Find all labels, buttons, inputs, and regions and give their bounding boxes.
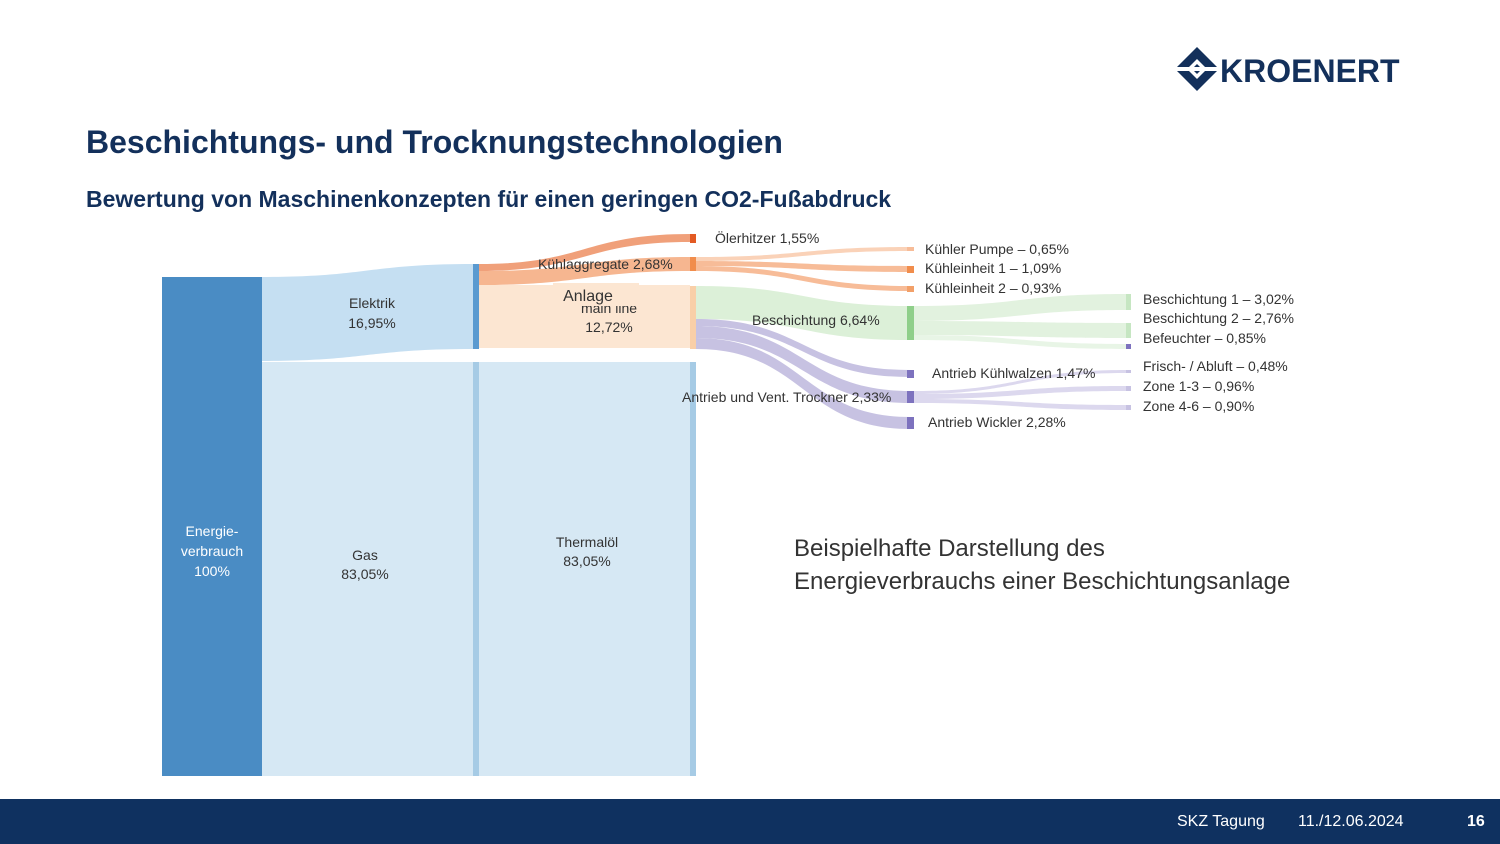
- node-anlage: [690, 286, 696, 349]
- label-beschichtung-1: Beschichtung 1 – 3,02%: [1143, 291, 1294, 307]
- label-beschichtung-2: Beschichtung 2 – 2,76%: [1143, 310, 1294, 326]
- label-root-2: verbrauch: [181, 543, 243, 559]
- label-frisch-abluft: Frisch- / Abluft – 0,48%: [1143, 358, 1288, 374]
- flow-anlage-trockner: [696, 326, 910, 403]
- label-kuehler-pumpe: Kühler Pumpe – 0,65%: [925, 241, 1069, 257]
- node-oelerhitzer: [690, 234, 696, 243]
- label-zone-4-6: Zone 4-6 – 0,90%: [1143, 398, 1254, 414]
- label-thermaloel-value: 83,05%: [563, 553, 610, 569]
- flow-elektrik-oelerhitzer: [479, 234, 690, 271]
- label-zone-1-3: Zone 1-3 – 0,96%: [1143, 378, 1254, 394]
- label-kuehlaggregate: Kühlaggregate 2,68%: [538, 256, 673, 272]
- flow-root-gas: [262, 362, 473, 776]
- caption-line-1: Beispielhafte Darstellung des: [794, 535, 1105, 562]
- flow-zone-4-6: [914, 399, 1126, 410]
- node-frisch-abluft: [1126, 370, 1131, 373]
- flow-anlage-kuehlwalzen: [696, 319, 910, 377]
- flow-kuehl-einheit1: [696, 261, 910, 272]
- label-anlage-value: 12,72%: [585, 319, 632, 335]
- label-root-value: 100%: [194, 563, 230, 579]
- label-antrieb-kuehlwalzen: Antrieb Kühlwalzen 1,47%: [932, 365, 1095, 381]
- flow-anlage-wickler: [696, 338, 910, 429]
- flow-gas-thermaloel: [479, 362, 690, 776]
- node-befeuchter: [1126, 344, 1131, 349]
- node-antrieb-kuehlwalzen: [907, 370, 914, 378]
- node-antrieb-wickler: [907, 417, 914, 429]
- node-kuehlaggregate: [690, 257, 696, 271]
- node-beschichtung-2: [1126, 323, 1131, 338]
- node-elektrik: [473, 264, 479, 349]
- label-antrieb-trockner: Antrieb und Vent. Trockner 2,33%: [682, 389, 891, 405]
- label-gas-value: 83,05%: [341, 566, 388, 582]
- caption-line-2: Energieverbrauchs einer Beschichtungsanl…: [794, 568, 1291, 595]
- label-gas: Gas: [352, 547, 378, 563]
- diagram-caption: Beispielhafte Darstellung des Energiever…: [794, 532, 1354, 598]
- kroenert-logo-mark: KROENERT: [1173, 47, 1400, 91]
- label-oelerhitzer: Ölerhitzer 1,55%: [715, 229, 819, 246]
- page-subtitle: Bewertung von Maschinenkonzepten für ein…: [86, 186, 892, 212]
- node-zone-1-3: [1126, 386, 1131, 391]
- label-kuehleinheit-2: Kühleinheit 2 – 0,93%: [925, 280, 1061, 296]
- anlage-label-backdrop: [553, 283, 639, 306]
- node-thermaloel: [690, 362, 696, 776]
- node-kuehler-pumpe: [907, 247, 914, 251]
- labels: Energie- verbrauch 100% Elektrik 16,95% …: [181, 229, 1294, 582]
- footer-date: 11./12.06.2024: [1298, 813, 1404, 830]
- flow-frisch-abluft: [914, 370, 1126, 394]
- node-antrieb-trockner: [907, 391, 914, 403]
- label-kuehleinheit-1: Kühleinheit 1 – 1,09%: [925, 260, 1061, 276]
- label-antrieb-wickler: Antrieb Wickler 2,28%: [928, 414, 1066, 430]
- label-anlage: Anlage: [563, 288, 613, 305]
- node-beschichtung-1: [1126, 294, 1131, 310]
- page-title: Beschichtungs- und Trocknungstechnologie…: [86, 124, 783, 160]
- nodes: [162, 234, 1131, 776]
- flow-anlage-beschichtung: [696, 286, 910, 340]
- footer-bar: SKZ Tagung 11./12.06.2024 16: [0, 799, 1500, 844]
- label-elektrik-value: 16,95%: [348, 315, 395, 331]
- node-kuehleinheit-2: [907, 286, 914, 292]
- flow-befeuchter: [914, 335, 1126, 349]
- flow-elektrik-kuehlaggregate: [479, 257, 690, 285]
- flow-zone-1-3: [914, 386, 1126, 399]
- footer-event: SKZ Tagung: [1177, 813, 1265, 830]
- label-elektrik: Elektrik: [349, 295, 396, 311]
- flow-root-elektrik: [262, 264, 473, 361]
- flow-beschichtung-2: [914, 321, 1126, 338]
- node-root: [162, 277, 262, 776]
- label-beschichtung: Beschichtung 6,64%: [752, 312, 880, 328]
- label-root-1: Energie-: [186, 523, 239, 539]
- label-befeuchter: Befeuchter – 0,85%: [1143, 330, 1266, 346]
- node-zone-4-6: [1126, 405, 1131, 410]
- node-gas: [473, 362, 479, 776]
- flow-beschichtung-1: [914, 294, 1126, 321]
- kroenert-logo: KROENERT: [1172, 44, 1422, 96]
- flow-kuehl-einheit2: [696, 266, 910, 291]
- flow-kuehl-pumpe: [696, 247, 910, 261]
- node-kuehleinheit-1: [907, 266, 914, 273]
- footer-page-number: 16: [1467, 813, 1485, 830]
- node-beschichtung: [907, 306, 914, 340]
- label-thermaloel: Thermalöl: [556, 534, 618, 550]
- logo-text: KROENERT: [1220, 53, 1400, 89]
- flows: [262, 234, 1126, 776]
